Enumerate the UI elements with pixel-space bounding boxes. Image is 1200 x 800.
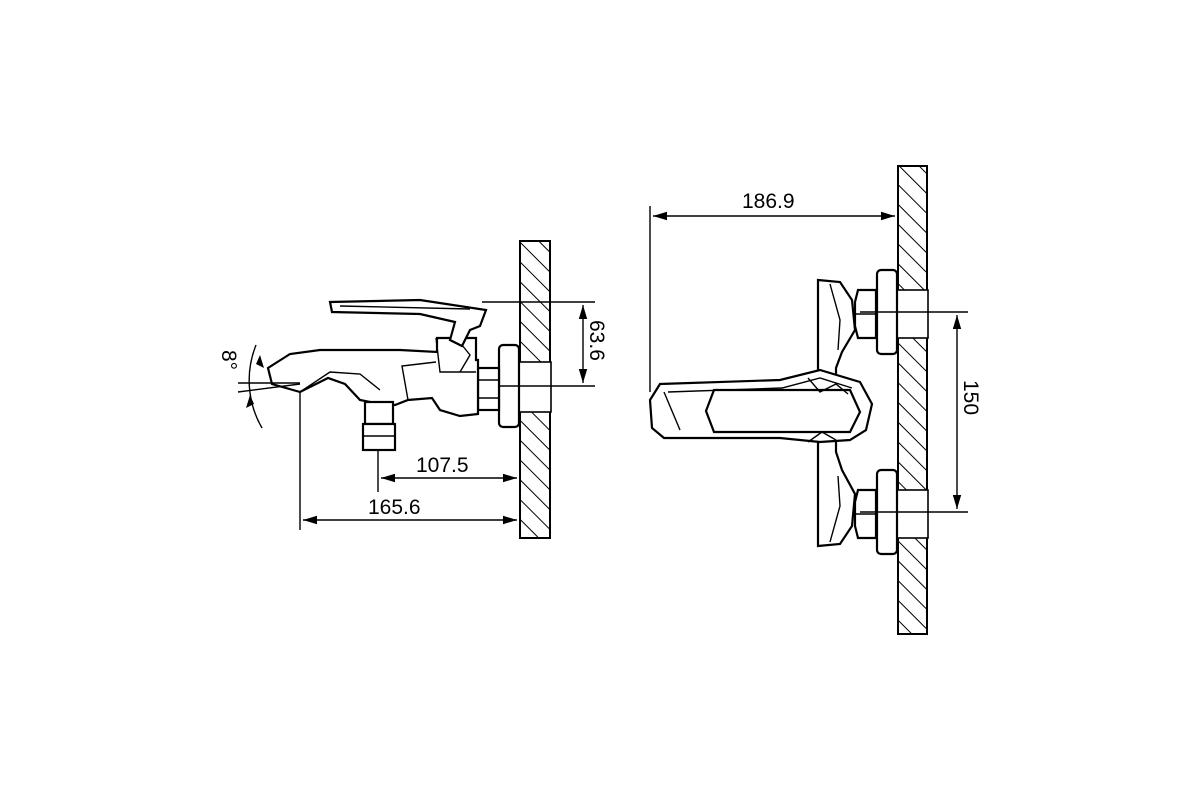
front-lever-inner	[704, 388, 862, 434]
side-lever	[328, 298, 488, 348]
dim-height-label: 63.6	[585, 320, 608, 361]
dim-projection-label: 186.9	[742, 190, 795, 213]
front-wall-opening-top	[896, 289, 929, 339]
side-body	[266, 336, 480, 418]
front-body	[816, 278, 857, 548]
front-view: 186.9 150	[648, 165, 982, 635]
dim-centers-label: 150	[959, 380, 982, 415]
front-wall-opening-bottom	[896, 489, 929, 539]
front-wall	[897, 165, 928, 635]
angle-label: 8°	[217, 350, 240, 370]
dim-total-length-label: 165.6	[368, 496, 421, 519]
dim-spout-offset-label: 107.5	[416, 454, 469, 477]
side-outlet	[363, 400, 395, 426]
side-view: 8° 63.6 107.5 165.6	[217, 240, 608, 539]
side-nut	[476, 366, 501, 412]
side-outlet-nut	[361, 422, 397, 452]
side-wall-opening	[518, 361, 552, 413]
